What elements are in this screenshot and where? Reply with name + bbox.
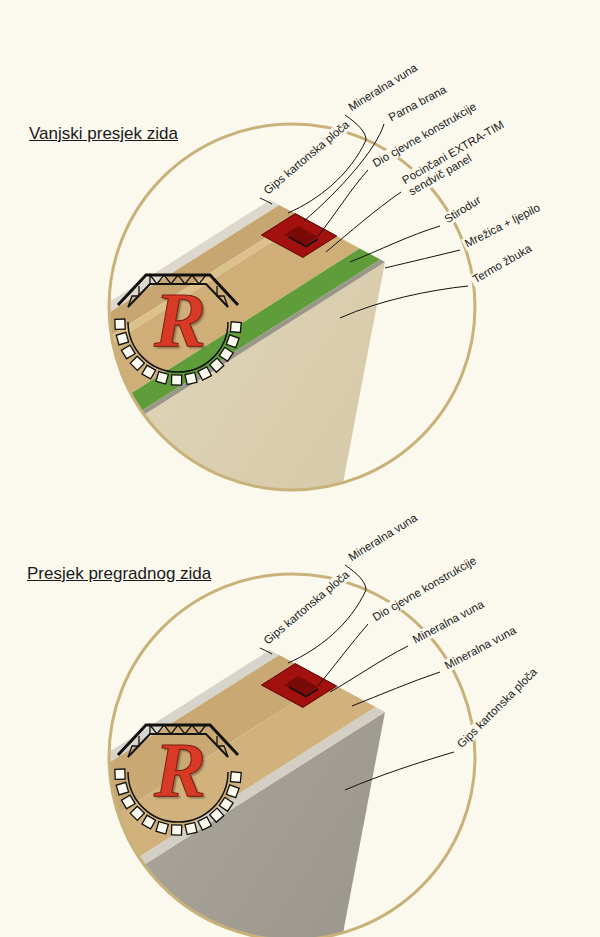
leader-line bbox=[304, 124, 384, 221]
gypsum-board-layer bbox=[21, 707, 385, 937]
logo-square bbox=[230, 772, 241, 783]
logo-square bbox=[185, 373, 197, 385]
logo-square bbox=[116, 782, 128, 794]
leader-line bbox=[326, 192, 401, 252]
part-label: Termo žbuka bbox=[469, 241, 536, 287]
tube-profile-line bbox=[289, 237, 318, 247]
company-logo bbox=[115, 725, 241, 835]
part-label: Gips kartonska ploča bbox=[260, 117, 354, 199]
logo-square bbox=[142, 815, 156, 829]
logo-square bbox=[219, 347, 233, 361]
tube-profile-line bbox=[289, 687, 318, 697]
leader-line bbox=[260, 648, 272, 654]
steel-tube-section bbox=[262, 214, 337, 258]
logo-square bbox=[156, 372, 168, 384]
leader-line bbox=[318, 624, 368, 686]
logo-square bbox=[115, 319, 125, 329]
part-label: Pocinčani EXTRA-TIM sendvič panel bbox=[398, 113, 522, 200]
leader-line bbox=[350, 226, 440, 262]
logo-square bbox=[130, 806, 144, 820]
logo-square bbox=[230, 322, 241, 333]
section-heading: Vanjski presjek zida bbox=[27, 124, 180, 144]
logo-square bbox=[210, 808, 224, 822]
sandwich-panel-layer bbox=[0, 220, 360, 474]
part-label: Stirodur bbox=[440, 193, 485, 228]
mineral-wool-layer bbox=[0, 681, 376, 932]
logo-letter: R bbox=[154, 731, 206, 809]
logo-square bbox=[171, 375, 181, 385]
leader-line bbox=[352, 672, 440, 706]
styrodur-layer bbox=[5, 248, 381, 484]
mesh-adhesive-layer bbox=[25, 260, 385, 488]
logo-square bbox=[210, 358, 224, 372]
leader-line bbox=[330, 646, 408, 692]
logo-square bbox=[115, 769, 125, 779]
section-heading: Presjek pregradnog zida bbox=[25, 564, 213, 584]
leader-line bbox=[385, 250, 460, 268]
logo-square bbox=[198, 367, 211, 380]
steel-tube-section bbox=[262, 664, 337, 708]
steel-tube-inner bbox=[284, 226, 318, 246]
part-label: Mineralna vuna bbox=[409, 597, 488, 647]
logo-letter: R bbox=[154, 281, 206, 359]
company-logo bbox=[115, 275, 241, 385]
logo-square bbox=[226, 785, 239, 798]
logo-square bbox=[219, 797, 233, 811]
logo-square bbox=[130, 356, 144, 370]
part-label: Mineralna vuna bbox=[344, 511, 421, 566]
logo-square bbox=[121, 795, 135, 809]
steel-tube-inner bbox=[284, 676, 318, 696]
leader-line bbox=[318, 170, 368, 236]
logo-square bbox=[171, 825, 181, 835]
part-label: Gips kartonska ploča bbox=[260, 567, 354, 649]
leader-lines bbox=[260, 115, 468, 318]
logo-square bbox=[116, 332, 128, 344]
logo-square bbox=[142, 365, 156, 379]
logo-square bbox=[121, 345, 135, 359]
part-label: Mineralna vuna bbox=[441, 623, 520, 673]
partition-wall-section bbox=[0, 650, 385, 937]
logo-square bbox=[185, 823, 197, 835]
logo-square bbox=[156, 822, 168, 834]
leader-line bbox=[345, 752, 454, 790]
logo-square bbox=[226, 335, 239, 348]
leader-line bbox=[260, 198, 272, 204]
leader-line bbox=[340, 286, 468, 318]
part-label: Gips kartonska ploča bbox=[453, 665, 541, 753]
logo-square bbox=[198, 817, 211, 830]
leader-lines bbox=[260, 565, 454, 790]
